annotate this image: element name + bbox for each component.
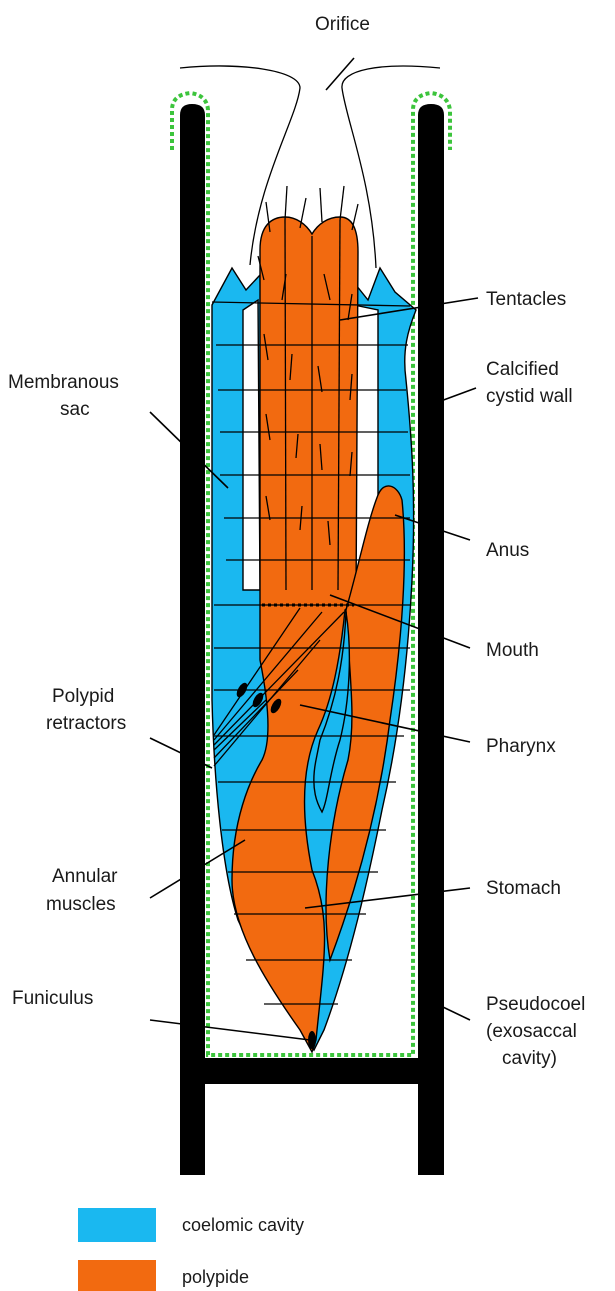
sac-inner-space <box>243 300 260 590</box>
label-membranous-2: sac <box>60 399 90 420</box>
label-calcified-2: cystid wall <box>486 386 573 407</box>
legend-label-coelom: coelomic cavity <box>182 1215 304 1235</box>
label-pharynx: Pharynx <box>486 736 556 757</box>
label-annular-1: Annular <box>52 866 118 887</box>
label-membranous-1: Membranous <box>8 372 119 393</box>
label-pseudocoel-2: (exosaccal <box>486 1021 577 1042</box>
label-pseudocoel-3: cavity) <box>502 1048 557 1069</box>
legend-label-polypide: polypide <box>182 1267 249 1287</box>
label-polypid-2: retractors <box>46 713 126 734</box>
label-funiculus: Funiculus <box>12 988 93 1009</box>
label-annular-2: muscles <box>46 894 116 915</box>
label-calcified-1: Calcified <box>486 359 559 380</box>
legend-swatch-polypide <box>78 1260 156 1291</box>
label-orifice: Orifice <box>315 14 370 35</box>
legend: coelomic cavity polypide <box>78 1208 304 1291</box>
label-tentacles: Tentacles <box>486 289 566 310</box>
label-anus: Anus <box>486 540 529 561</box>
legend-swatch-coelom <box>78 1208 156 1242</box>
label-stomach: Stomach <box>486 878 561 899</box>
label-polypid-1: Polypid <box>52 686 114 707</box>
label-mouth: Mouth <box>486 640 539 661</box>
label-pseudocoel-1: Pseudocoel <box>486 994 585 1015</box>
